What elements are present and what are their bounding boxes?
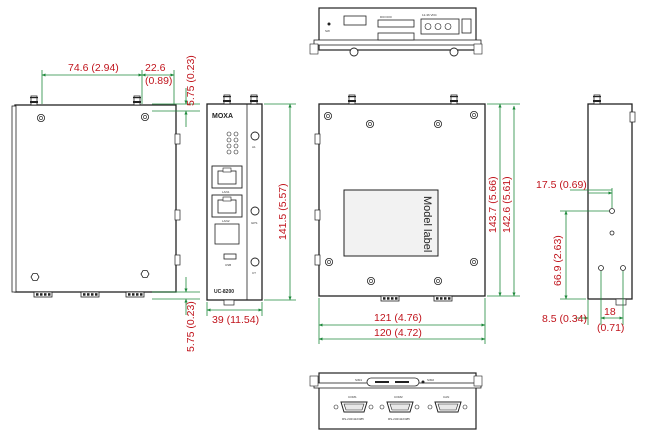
- terminal-block-icon: [33, 291, 53, 298]
- front-dimensions: 39 (11.54) 141.5 (5.57): [206, 103, 296, 326]
- screw-hole-icon: [37, 114, 45, 122]
- antenna-icon: [250, 257, 260, 267]
- led-icon: [226, 149, 232, 155]
- db9-connector-icon: [340, 401, 368, 413]
- side-view: [11, 95, 181, 298]
- dim-side-top-margin: 5.75 (0.23): [185, 55, 197, 106]
- ant-a1-label: A1: [252, 145, 256, 149]
- led-icon: [233, 137, 239, 143]
- right-side-view: [587, 94, 636, 306]
- led-icon: [226, 143, 232, 149]
- top-power-label: 12-36 VDC: [422, 13, 438, 17]
- ant-gps-label: GPS: [251, 221, 257, 225]
- dim-front-width: 39 (11.54): [212, 314, 259, 326]
- sim1-label: SIM1: [355, 378, 362, 382]
- antenna-icon: [250, 131, 260, 141]
- antenna-icon: [347, 94, 357, 105]
- led-icon: [233, 149, 239, 155]
- antenna-icon: [250, 206, 260, 216]
- model-label-text: Model label: [421, 196, 433, 252]
- terminal-block-icon: [433, 295, 453, 302]
- com1-label: COM1: [348, 395, 357, 399]
- led-icon: [226, 131, 232, 137]
- led-icon: [233, 131, 239, 137]
- dim-right-bottom-right-in: (0.71): [597, 322, 624, 334]
- front-view: MOXA LAN1 LAN2 USB UC-8200 A1 GPS CT: [206, 94, 263, 306]
- screw-hole-icon: [433, 276, 443, 286]
- led-icon: [226, 137, 232, 143]
- dim-front-height: 141.5 (5.57): [277, 183, 289, 240]
- dim-side-bottom-margin: 5.75 (0.23): [185, 301, 197, 352]
- dim-side-offset-in: (0.89): [145, 75, 172, 87]
- com2-label: COM2: [394, 395, 403, 399]
- top-dio-terminal: [377, 19, 415, 28]
- dim-main-height-a: 143.7 (5.66): [487, 176, 499, 233]
- dim-side-width: 74.6 (2.94): [68, 62, 119, 74]
- dim-main-width-b: 120 (4.72): [374, 327, 422, 339]
- dim-side-offset: 22.6: [145, 62, 166, 74]
- lan1-label: LAN1: [222, 190, 230, 194]
- top-view: DI0 DO0 12-36 VDC SW: [309, 7, 483, 57]
- brand-logo: MOXA: [212, 113, 233, 120]
- screw-hole-icon: [140, 113, 150, 121]
- led-icon: [233, 143, 239, 149]
- screw-hole-icon: [366, 276, 376, 286]
- model-name: UC-8200: [214, 289, 234, 295]
- model-label-area: [343, 189, 439, 257]
- antenna-icon: [29, 95, 39, 106]
- screw-hole-icon: [469, 111, 479, 119]
- sim-slot: [366, 377, 420, 387]
- antenna-icon: [132, 95, 142, 106]
- rs2-label: RS-232/422/485: [388, 417, 410, 421]
- usb-port: [223, 253, 237, 260]
- dim-main-width-a: 121 (4.76): [374, 312, 422, 324]
- screw-hole-icon: [140, 270, 150, 278]
- antenna-icon: [249, 94, 259, 105]
- lan2-label: LAN2: [222, 219, 230, 223]
- side-view-body: [14, 104, 177, 293]
- ant-ct-label: CT: [252, 271, 256, 275]
- db9-connector-icon: [386, 401, 414, 413]
- top-dio-label: DI0 DO0: [380, 15, 392, 19]
- dim-right-mid: 66.9 (2.63): [552, 235, 564, 286]
- terminal-block-icon: [125, 291, 145, 298]
- antenna-icon: [449, 47, 459, 57]
- screw-hole-icon: [365, 120, 375, 128]
- terminal-block-icon: [80, 291, 100, 298]
- db9-connector-icon: [434, 401, 462, 413]
- dim-right-bottom-right: 18: [604, 306, 616, 318]
- right-side-body: [587, 103, 633, 300]
- usb-label: USB: [225, 263, 231, 267]
- dim-right-top: 17.5 (0.69): [536, 179, 587, 191]
- bottom-view: SIM1 SIM2 COM1 COM2 CAN RS-232/422/485 R…: [309, 372, 483, 430]
- screw-hole-icon: [433, 120, 443, 128]
- screw-hole-icon: [598, 265, 604, 271]
- antenna-icon: [222, 94, 232, 105]
- led-panel: [226, 131, 239, 155]
- screw-hole-icon: [30, 273, 40, 281]
- main-view: Model label: [314, 94, 486, 302]
- dim-right-bottom-left: 8.5 (0.34): [542, 313, 587, 325]
- can-label: CAN: [443, 395, 449, 399]
- screw-hole-icon: [323, 112, 333, 120]
- dim-main-height-b: 142.6 (5.61): [501, 176, 513, 233]
- sim2-label: SIM2: [427, 378, 434, 382]
- side-dimensions: 74.6 (2.94) 22.6 (0.89) 5.75 (0.23) 5.75…: [41, 55, 200, 352]
- right-dimensions: 17.5 (0.69) 66.9 (2.63) 8.5 (0.34) 18 (0…: [536, 179, 624, 334]
- top-sw-label: SW: [325, 29, 330, 33]
- antenna-icon: [349, 47, 359, 57]
- screw-hole-icon: [469, 257, 479, 267]
- screw-hole-icon: [609, 230, 615, 236]
- rs1-label: RS-232/422/485: [342, 417, 364, 421]
- terminal-block-icon: [380, 295, 400, 302]
- screw-hole-icon: [609, 208, 615, 214]
- screw-hole-icon: [324, 257, 334, 267]
- antenna-icon: [592, 94, 602, 105]
- screw-hole-icon: [620, 265, 626, 271]
- antenna-icon: [449, 94, 459, 105]
- main-dimensions: 143.7 (5.66) 142.6 (5.61) 121 (4.76) 120…: [318, 103, 520, 344]
